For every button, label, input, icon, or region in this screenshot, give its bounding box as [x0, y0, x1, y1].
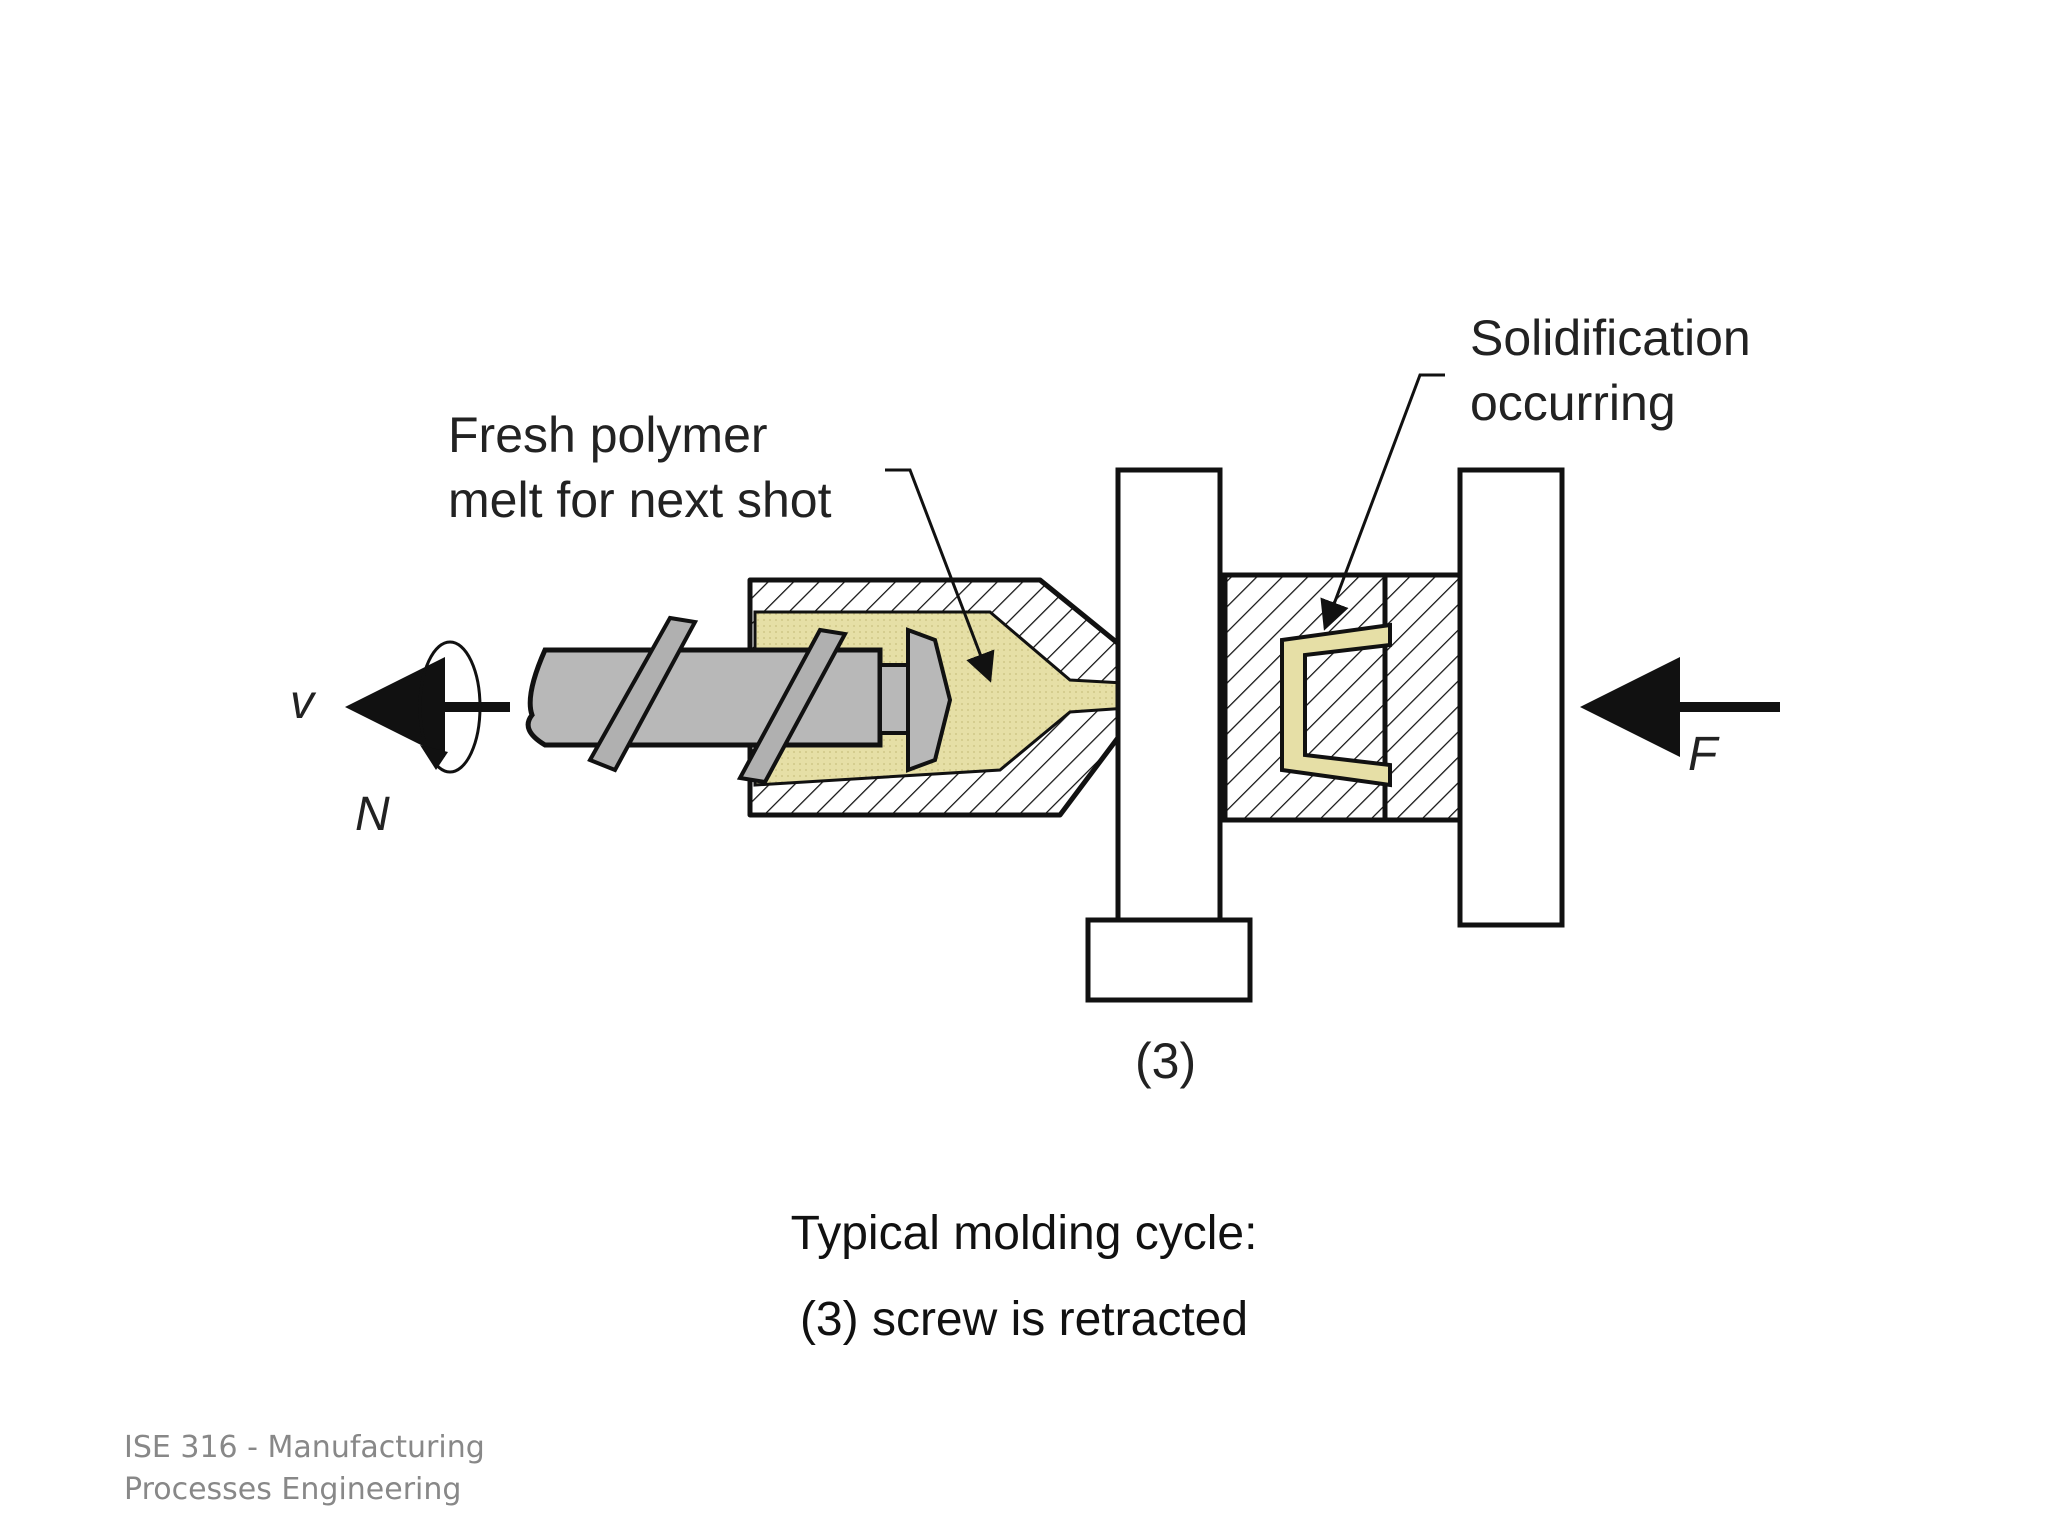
check-valve	[878, 663, 910, 735]
part-cavity	[1280, 622, 1392, 788]
footer-course-line-1: ISE 316 - Manufacturing	[124, 1430, 485, 1465]
solidification-label-line2: occurring	[1470, 375, 1676, 431]
screw-tip	[906, 627, 953, 773]
step-label: (3)	[1135, 1033, 1196, 1089]
fresh-melt-leader	[885, 468, 995, 683]
solidification-leader	[1320, 373, 1445, 631]
force-label: F	[1688, 728, 1720, 781]
caption-line-2: (3) screw is retracted	[799, 1293, 1249, 1346]
mold-parting-plate	[1382, 572, 1468, 823]
fresh-melt-label-line2: melt for next shot	[448, 472, 832, 528]
velocity-label: v	[290, 676, 317, 729]
screw-flight-2	[736, 627, 849, 785]
footer-course-line-2: Processes Engineering	[124, 1472, 462, 1507]
fresh-melt-label-line1: Fresh polymer	[448, 407, 768, 463]
solidification-label-line1: Solidification	[1470, 310, 1751, 366]
movable-platen	[1457, 467, 1565, 928]
rotation-arrowhead	[420, 745, 448, 770]
screw-flight-1	[587, 615, 699, 773]
caption-line-1: Typical molding cycle:	[790, 1207, 1258, 1260]
stationary-platen	[1115, 467, 1223, 923]
platen-base	[1085, 917, 1253, 1003]
rotation-indicator	[418, 640, 482, 774]
rotation-label: N	[355, 788, 390, 841]
